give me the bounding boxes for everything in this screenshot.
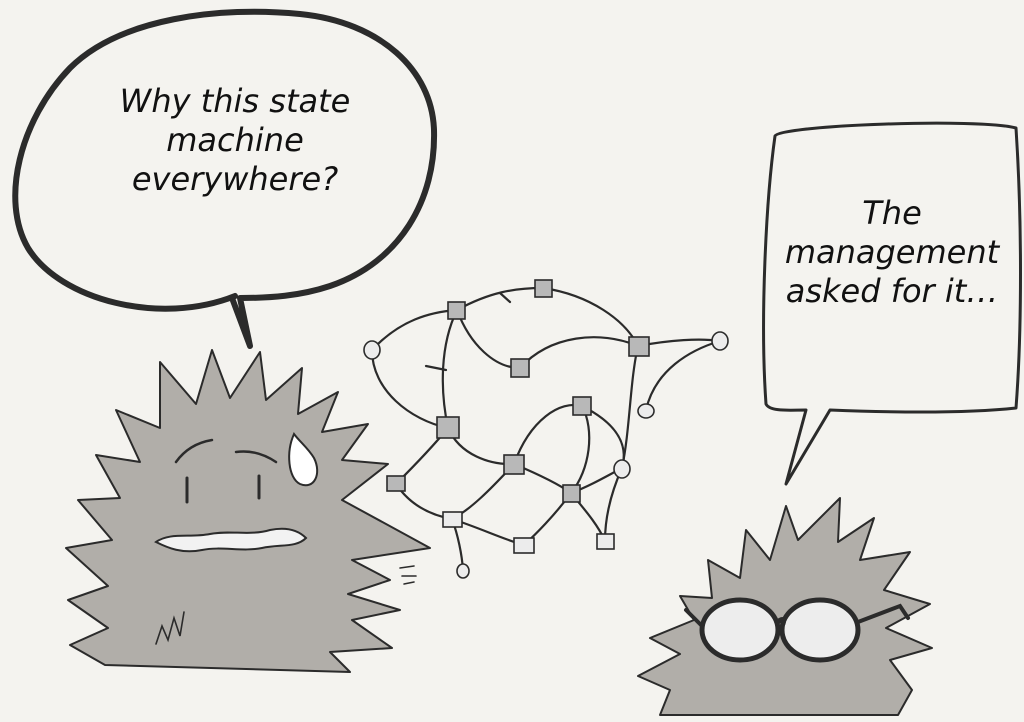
state-node xyxy=(510,358,530,378)
state-node xyxy=(572,396,592,416)
eyebrow-right-icon xyxy=(234,450,278,464)
glasses-arm-icon xyxy=(684,608,704,628)
terminal-node xyxy=(637,403,655,419)
glasses-creature xyxy=(637,497,933,716)
wavy-mouth-icon xyxy=(154,527,308,553)
glasses-lens-right-icon xyxy=(779,597,861,663)
creature-body xyxy=(637,497,933,716)
state-node xyxy=(436,416,460,439)
state-node xyxy=(503,454,525,475)
right-speech-text: The management asked for it… xyxy=(784,194,1000,311)
graph-edge xyxy=(441,308,459,430)
glasses-bridge-icon xyxy=(774,617,786,626)
graph-edge xyxy=(455,286,545,312)
graph-edge xyxy=(603,466,624,543)
terminal-node xyxy=(711,331,729,351)
glasses-lens-left-icon xyxy=(699,597,781,663)
state-node xyxy=(534,279,553,298)
left-speech-text: Why this state machine everywhere? xyxy=(119,82,351,199)
state-node xyxy=(562,484,581,503)
state-node xyxy=(442,511,463,528)
hand-icon xyxy=(399,565,417,585)
graph-edge xyxy=(424,364,448,372)
sweat-drop-icon xyxy=(288,432,319,487)
hand-icon xyxy=(155,611,185,645)
terminal-node xyxy=(456,563,470,579)
graph-edge xyxy=(370,348,450,430)
state-machine-diagram xyxy=(363,279,729,579)
right-speech-bubble xyxy=(762,121,1022,486)
terminal-node xyxy=(363,340,381,360)
graph-edge xyxy=(498,291,512,304)
terminal-node xyxy=(613,459,631,479)
graph-edge xyxy=(644,339,722,412)
creature-body xyxy=(65,349,431,673)
state-node xyxy=(513,537,535,554)
graph-edge xyxy=(569,404,591,495)
glasses-arm-icon xyxy=(856,603,910,624)
state-node xyxy=(447,301,466,320)
graph-edge xyxy=(518,336,640,370)
state-node xyxy=(628,336,650,357)
eyebrow-left-icon xyxy=(174,438,214,464)
left-speech-bubble xyxy=(12,8,438,349)
state-node xyxy=(386,475,406,492)
graph-edge xyxy=(370,308,459,352)
worried-creature xyxy=(65,349,431,673)
state-node xyxy=(596,533,615,550)
